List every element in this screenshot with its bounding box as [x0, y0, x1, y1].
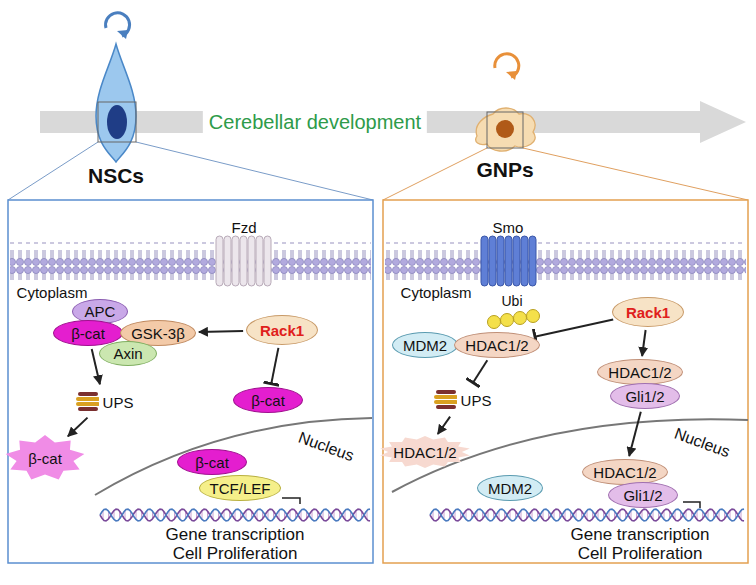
zoom-line: [523, 148, 748, 200]
ubiquitin-chain: [488, 310, 540, 329]
compartment-label: Nucleus: [296, 429, 356, 466]
node-text: UPS: [103, 394, 134, 411]
transcription-arrow: [282, 498, 300, 504]
fzd-receptor: [216, 236, 271, 286]
node-text: MDM2: [488, 480, 532, 497]
compartment-label: Nucleus: [672, 425, 732, 462]
degraded-beta-catenin: β-cat: [5, 435, 85, 481]
activation-arrow: [629, 412, 641, 456]
inhibition-connector: [473, 360, 488, 383]
node-text: β-cat: [28, 450, 62, 467]
node-text: Rack1: [260, 322, 304, 339]
node-text: HDAC1/2: [593, 464, 656, 481]
node-text: β-cat: [251, 392, 285, 409]
outcome-label: Cell Proliferation: [578, 544, 703, 564]
node-text: NSCs: [88, 164, 144, 188]
node-text: HDAC1/2: [608, 364, 671, 381]
tcf-lef-factor: TCF/LEF: [199, 475, 282, 501]
activation-arrow: [642, 330, 646, 356]
receptor-label: Smo: [493, 219, 524, 236]
stem-cell-icon: [70, 4, 162, 164]
outcome-label: Gene transcription: [571, 525, 710, 545]
proteasome: UPS: [429, 385, 496, 415]
gli-protein: Gli1/2: [608, 482, 678, 508]
outcome-label: Cell Proliferation: [173, 544, 298, 564]
node-text: GNPs: [476, 158, 533, 182]
beta-catenin: β-cat: [177, 449, 247, 475]
compartment-label: Cytoplasm: [401, 284, 472, 301]
node-text: β-cat: [195, 454, 229, 471]
mdm2-protein: MDM2: [477, 475, 543, 501]
panel-frame: [383, 200, 748, 563]
outcome-label: Gene transcription: [166, 525, 305, 545]
proteasome-icon: [75, 390, 99, 414]
node-text: HDAC1/2: [393, 444, 456, 461]
proteasome-icon: [433, 388, 457, 412]
node-text: Gli1/2: [625, 388, 664, 405]
node-text: Rack1: [626, 304, 670, 321]
smo-receptor: [481, 236, 536, 286]
activation-arrow: [438, 417, 450, 434]
rack1-protein: Rack1: [246, 315, 318, 345]
beta-catenin: β-cat: [233, 387, 303, 413]
rack1-protein: Rack1: [612, 297, 684, 327]
node-text: TCF/LEF: [210, 480, 271, 497]
inhibition-connector: [271, 348, 278, 384]
dna-helix: [100, 509, 744, 521]
receptor-label: Fzd: [231, 219, 256, 236]
gli-protein: Gli1/2: [610, 383, 680, 409]
nuclear-envelope: [392, 419, 748, 492]
cell-icon: NSCs: [70, 4, 162, 200]
node-text: Gli1/2: [623, 487, 662, 504]
cell-membrane: [10, 242, 371, 280]
stage-label: Cerebellar development: [203, 111, 427, 134]
node-text: β-cat: [71, 325, 105, 342]
activation-arrow: [199, 331, 243, 332]
axin-protein: Axin: [99, 341, 157, 366]
activation-arrow: [68, 418, 88, 437]
node-text: UPS: [461, 392, 492, 409]
hdac-protein: HDAC1/2: [454, 332, 539, 358]
mdm2-protein: MDM2: [392, 332, 458, 358]
panel-frame: [8, 200, 373, 563]
transcription-arrow: [683, 502, 700, 508]
zoom-line: [136, 142, 373, 200]
development-arrow: [40, 101, 746, 143]
inhibition-connector: [535, 320, 614, 337]
node-text: GSK-3β: [131, 325, 185, 342]
hdac-protein: HDAC1/2: [597, 359, 682, 385]
cell-icon: GNPs: [455, 50, 555, 190]
zoom-line: [383, 148, 487, 200]
node-text: Axin: [113, 345, 142, 362]
node-text: HDAC1/2: [465, 337, 528, 354]
node-text: MDM2: [403, 337, 447, 354]
zoom-line: [8, 142, 98, 200]
degraded-hdac: HDAC1/2: [379, 436, 471, 468]
hdac-protein: HDAC1/2: [582, 459, 667, 485]
progenitor-cell-icon: [455, 50, 555, 158]
node-text: APC: [85, 303, 116, 320]
proteasome: UPS: [71, 387, 138, 417]
compartment-label: Cytoplasm: [17, 284, 88, 301]
ubiquitin-label: Ubi: [501, 293, 522, 309]
cell-membrane: [385, 242, 746, 280]
